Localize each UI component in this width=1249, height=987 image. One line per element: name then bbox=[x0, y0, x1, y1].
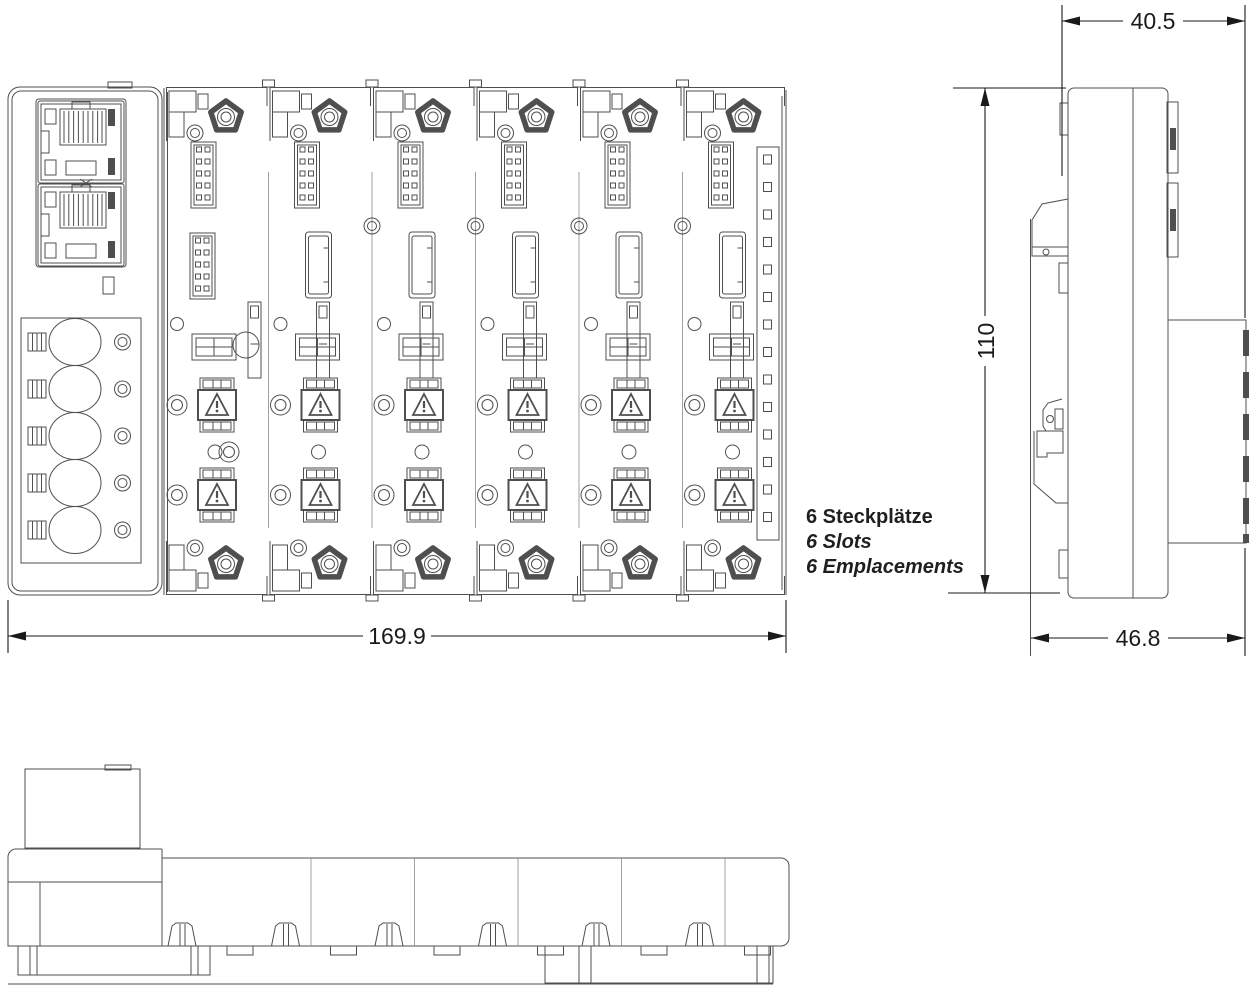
slot-column-3 bbox=[373, 88, 475, 595]
slot-dividers bbox=[268, 172, 683, 528]
slot-count-fr: 6 Emplacements bbox=[806, 556, 964, 578]
din-rail-latch bbox=[1033, 398, 1068, 504]
carrier-bottom-profile bbox=[162, 857, 790, 947]
module-socket-4 bbox=[512, 231, 539, 299]
slot-column-5 bbox=[580, 88, 682, 595]
slot-count-note: 6 Steckplätze 6 Slots 6 Emplacements bbox=[806, 505, 964, 580]
rotary-switch-row-3 bbox=[27, 412, 131, 460]
side-bottom-depth-dimension-label: 46.8 bbox=[1116, 625, 1161, 651]
slot-1-extras bbox=[189, 232, 262, 463]
rj45-port-1-icon bbox=[37, 100, 125, 184]
dim-side-top-depth bbox=[1061, 5, 1246, 318]
dimension-annotations: 169.9 40.5 110 46.8 bbox=[7, 5, 1246, 656]
head-module bbox=[7, 81, 163, 596]
rotary-switch-row-4 bbox=[27, 459, 131, 507]
slot-carrier-body bbox=[163, 79, 787, 602]
head-top-tab bbox=[107, 81, 133, 89]
slot-column-1 bbox=[166, 88, 268, 595]
dim-side-bottom-depth bbox=[1031, 548, 1246, 656]
boundary-tabs bbox=[262, 79, 689, 602]
module-socket-6 bbox=[719, 231, 746, 299]
module-socket-5 bbox=[615, 231, 643, 299]
guide-rail-2 bbox=[316, 301, 330, 379]
dim-front-width bbox=[7, 600, 787, 653]
rj45-port-2-icon bbox=[37, 183, 125, 267]
rail-notches bbox=[226, 945, 771, 956]
side-plug-block bbox=[1167, 319, 1249, 544]
side-right-connectors bbox=[1166, 101, 1179, 258]
din-rail-hook bbox=[1031, 198, 1069, 257]
dim-side-height bbox=[948, 87, 1066, 594]
guide-rail-4 bbox=[523, 301, 537, 379]
side-left-tab-mid bbox=[1058, 262, 1069, 294]
slot-count-de: 6 Steckplätze bbox=[806, 506, 933, 528]
guide-rail-5 bbox=[626, 301, 641, 379]
head-foot-notch bbox=[104, 764, 132, 771]
rotary-switch-row-2 bbox=[27, 365, 131, 413]
rotary-switch-row-5 bbox=[27, 506, 131, 554]
module-socket-3 bbox=[408, 231, 436, 299]
side-view bbox=[1030, 87, 1249, 656]
front-view bbox=[7, 79, 787, 602]
rotary-switch-row-1 bbox=[27, 318, 131, 366]
port-divider-mark bbox=[79, 178, 93, 188]
side-body bbox=[1067, 87, 1169, 599]
side-left-tab-top bbox=[1059, 102, 1069, 136]
rj45-frame bbox=[35, 98, 127, 268]
body-left-edge bbox=[163, 88, 168, 595]
guide-rail-6 bbox=[730, 301, 744, 379]
status-led-window bbox=[102, 276, 115, 295]
head-bottom-profile bbox=[7, 848, 163, 947]
right-terminal-strip bbox=[756, 146, 780, 541]
guide-rail-3 bbox=[419, 301, 434, 379]
front-width-dimension-label: 169.9 bbox=[368, 623, 426, 649]
module-release-clips bbox=[167, 922, 714, 947]
right-mounting-foot bbox=[544, 945, 774, 984]
left-mounting-foot bbox=[17, 945, 211, 976]
body-right-edge bbox=[781, 90, 787, 595]
head-foot-block bbox=[24, 768, 141, 849]
side-top-depth-dimension-label: 40.5 bbox=[1131, 8, 1176, 34]
slot-count-en: 6 Slots bbox=[806, 531, 872, 553]
side-height-dimension-label: 110 bbox=[973, 323, 999, 360]
slot-column-4 bbox=[477, 88, 579, 595]
side-left-tab-bottom bbox=[1058, 549, 1069, 579]
module-socket-2 bbox=[305, 231, 332, 299]
slot-column-2 bbox=[270, 88, 372, 595]
rotary-switch-panel bbox=[20, 317, 142, 564]
bottom-view bbox=[7, 764, 790, 985]
